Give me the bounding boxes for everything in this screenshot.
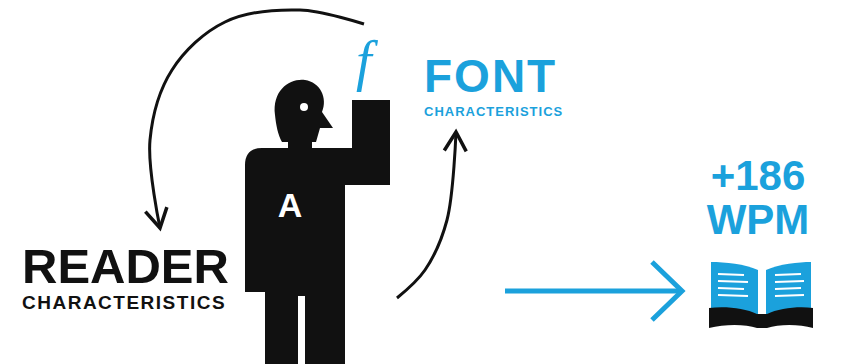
result-arrow-head xyxy=(652,262,682,320)
person-figure: A xyxy=(240,20,395,364)
book-line xyxy=(775,295,804,296)
book-line xyxy=(718,288,744,289)
book-line xyxy=(775,281,804,282)
subheading-text: CHARACTERISTICS xyxy=(424,105,566,118)
heading-text: READER xyxy=(22,242,231,291)
figure-eye xyxy=(300,103,308,111)
book-cover xyxy=(709,307,813,328)
reader-block: READER CHARACTERISTICS xyxy=(22,242,231,312)
result-arrow xyxy=(505,289,680,294)
book-line xyxy=(775,274,801,275)
book-line xyxy=(718,274,744,275)
font-block: FONT CHARACTERISTICS xyxy=(424,53,566,118)
book-line xyxy=(775,288,801,289)
chest-letter: A xyxy=(270,188,310,222)
figure-head xyxy=(275,80,333,150)
book-line xyxy=(718,281,748,282)
book-text-lines xyxy=(718,274,804,296)
figure-outline xyxy=(240,20,395,364)
subheading-text: CHARACTERISTICS xyxy=(22,293,231,312)
figure-body xyxy=(245,100,390,364)
result-value: +186 WPM xyxy=(688,154,828,242)
font-symbol: f xyxy=(356,33,372,89)
book-line xyxy=(718,295,748,296)
cycle-arrow xyxy=(397,132,456,298)
heading-text: FONT xyxy=(424,53,566,99)
